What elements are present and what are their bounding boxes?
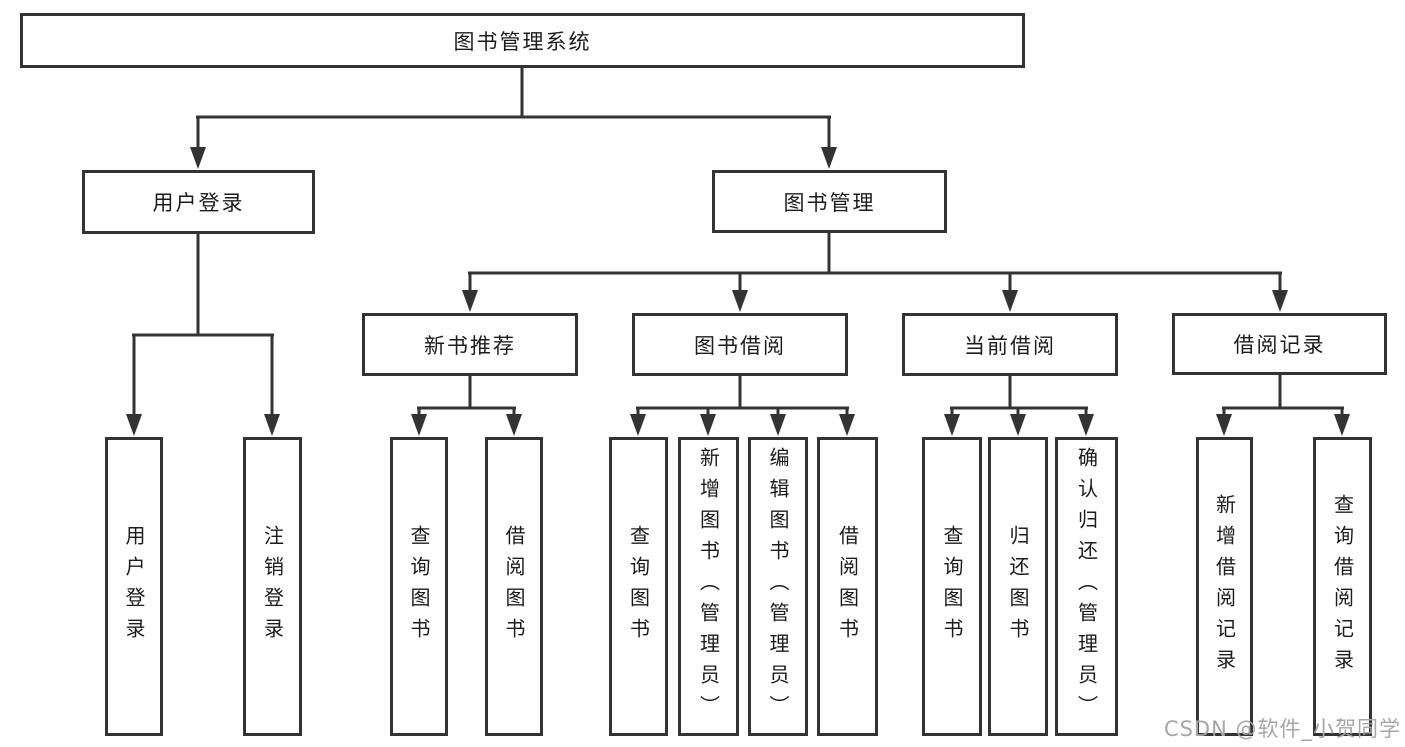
node-leaf-query-borrow-record: 查询借阅记录 (1313, 437, 1372, 736)
node-leaf-return-books: 归还图书 (988, 437, 1048, 736)
node-leaf-add-borrow-record: 新增借阅记录 (1196, 437, 1253, 736)
node-leaf-edit-books-admin: 编辑图书（管理员） (748, 437, 808, 736)
arrowhead-icons (126, 147, 1350, 436)
node-new-book-recommend: 新书推荐 (362, 313, 578, 376)
node-book-management: 图书管理 (712, 170, 947, 233)
node-user-login: 用户登录 (82, 170, 315, 234)
node-leaf-borrow-books-2: 借阅图书 (817, 437, 878, 736)
node-leaf-query-books-3: 查询图书 (922, 437, 982, 736)
node-leaf-query-books-1: 查询图书 (390, 437, 448, 736)
node-leaf-borrow-books-1: 借阅图书 (485, 437, 543, 736)
node-borrowing-records: 借阅记录 (1172, 313, 1387, 375)
node-leaf-confirm-return-admin: 确认归还（管理员） (1055, 437, 1118, 736)
node-leaf-user-login: 用户登录 (105, 437, 163, 736)
csdn-watermark: CSDN @软件_小贺同学 (1163, 717, 1401, 741)
node-current-borrowing: 当前借阅 (902, 313, 1118, 376)
node-root: 图书管理系统 (20, 13, 1025, 68)
node-leaf-add-books-admin: 新增图书（管理员） (678, 437, 739, 736)
node-leaf-logout: 注销登录 (243, 437, 302, 736)
node-leaf-query-books-2: 查询图书 (609, 437, 668, 736)
node-book-borrowing: 图书借阅 (632, 313, 848, 376)
